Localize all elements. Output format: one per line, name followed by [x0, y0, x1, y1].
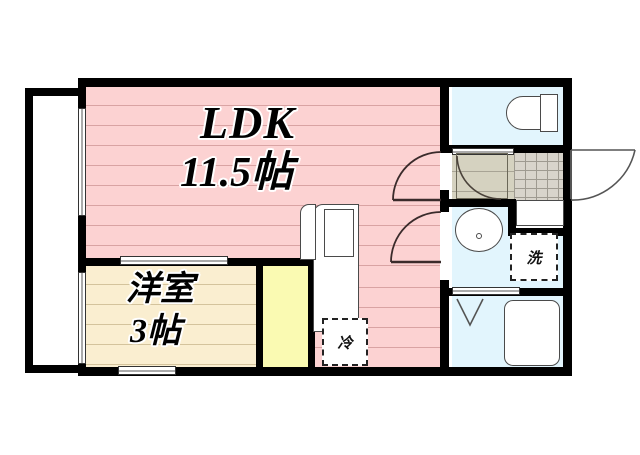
wall-ldk-corridor: [440, 78, 449, 148]
shoe-closet-box: [456, 153, 508, 199]
balcony-window-bedroom[interactable]: [78, 272, 86, 364]
balcony-wall-bottom: [25, 365, 85, 373]
washbasin-bowl: [455, 208, 503, 252]
bedroom-room-label: 洋室: [126, 271, 194, 308]
wall-bottom-main: [78, 367, 572, 376]
balcony-wall-left: [25, 88, 33, 373]
toilet-tank: [540, 94, 558, 132]
washing-machine-space: 洗: [510, 233, 558, 281]
ldk-room-label: LDK: [200, 97, 295, 148]
wall-genkan-bottom: [440, 199, 516, 207]
wall-genkan-right-lower: [508, 228, 572, 236]
wall-bedroom-closet: [256, 258, 263, 376]
bedroom-floor-fill: [85, 265, 260, 373]
balcony-wall-top: [25, 88, 85, 96]
washroom-door-opening[interactable]: [452, 287, 520, 295]
bedroom-window-south[interactable]: [118, 366, 176, 375]
washing-machine-label: 洗: [526, 248, 542, 267]
entrance-door-arc: [570, 149, 636, 201]
genkan-tile-floor: [514, 152, 564, 202]
wall-closet-kitchen: [308, 258, 315, 376]
wall-left-unit: [78, 78, 86, 375]
ldk-floor-fill: [85, 86, 440, 268]
wall-top-main: [78, 78, 442, 87]
wall-top-right: [442, 78, 572, 87]
refrigerator-label: 冷: [337, 333, 353, 352]
shoe-closet-door-top[interactable]: [452, 148, 514, 155]
washbasin-drain: [476, 233, 482, 239]
balcony-window-ldk[interactable]: [78, 108, 86, 216]
ldk-size-label: 11.5帖: [180, 150, 294, 196]
wall-genkan-step: [508, 199, 516, 232]
kitchen-counter-return: [300, 204, 316, 260]
closet-fill: [260, 265, 312, 373]
bedroom-size-label: 3帖: [130, 313, 181, 350]
wall-ldk-corridor-3: [440, 280, 449, 375]
balcony-floor: [33, 96, 85, 372]
bathtub: [504, 300, 560, 366]
wall-right-unit: [563, 78, 572, 376]
bedroom-door-north[interactable]: [120, 256, 228, 265]
kitchen-sink: [324, 209, 354, 257]
washbasin-counter: [516, 200, 564, 226]
refrigerator-space: 冷: [322, 318, 368, 366]
